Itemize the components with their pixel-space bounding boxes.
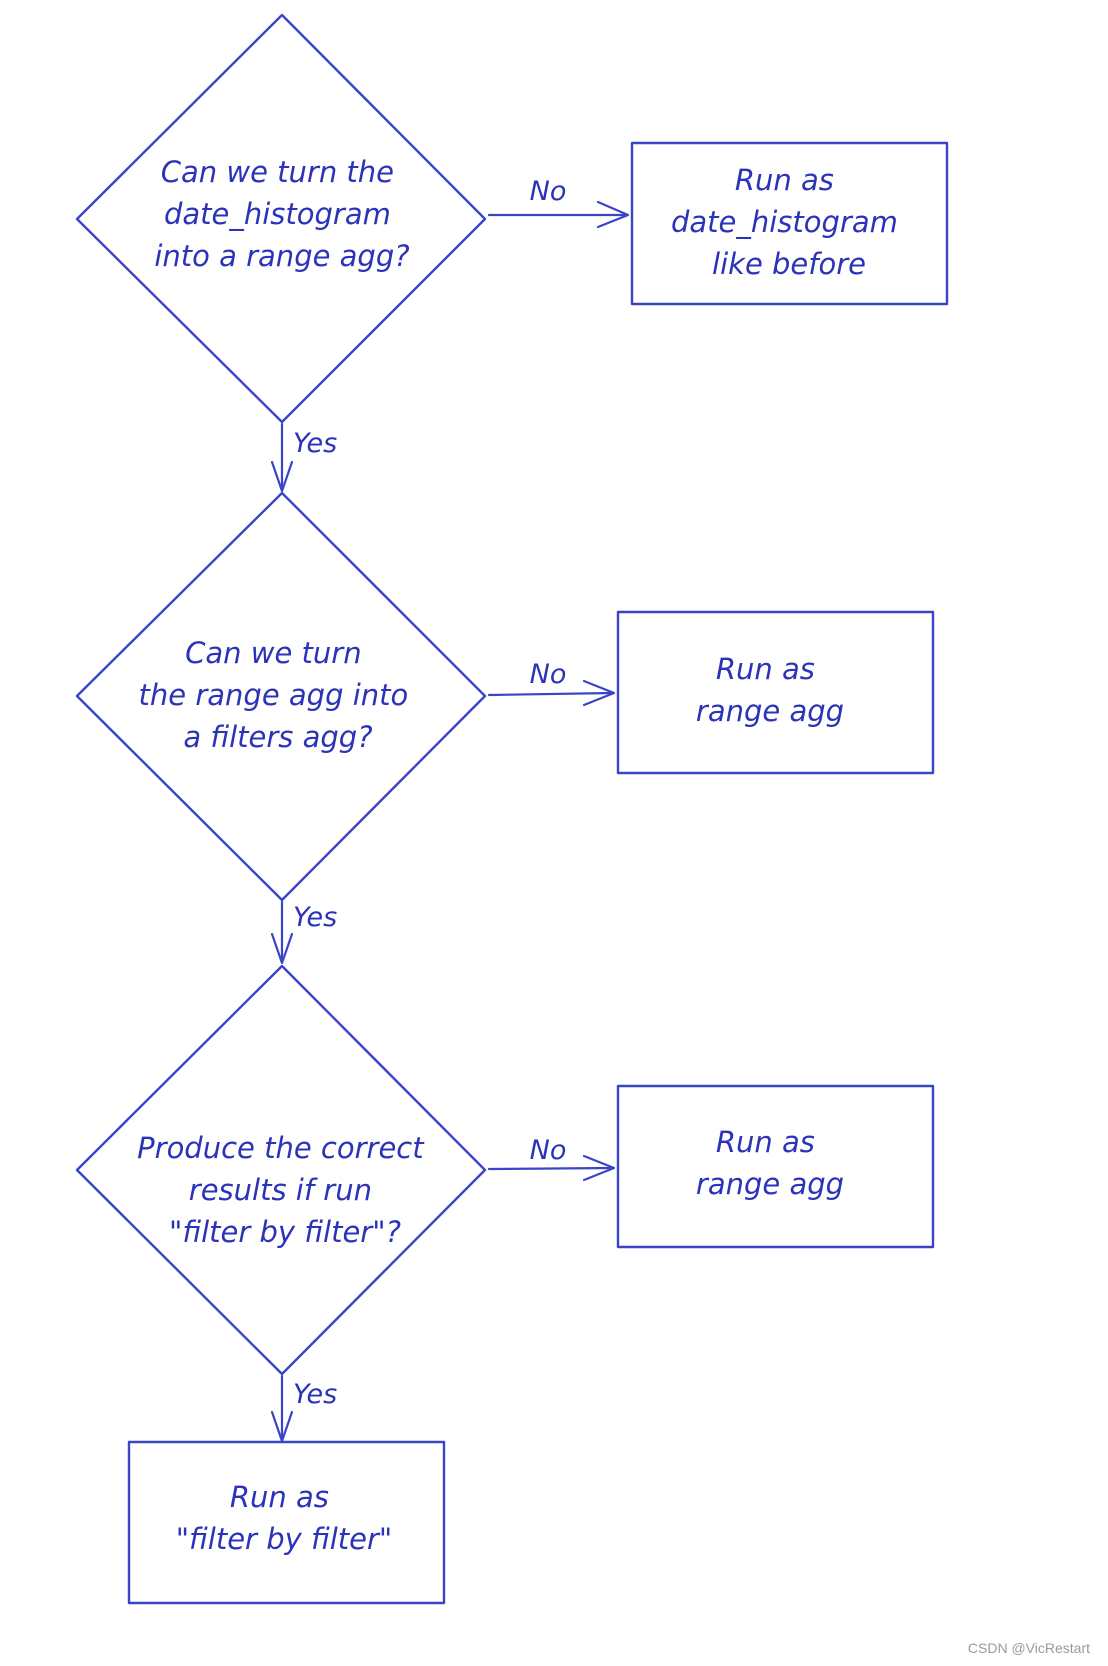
decision-3-diamond: [75, 964, 487, 1376]
outcome-3: Run as range agg: [616, 1084, 935, 1249]
outcome-4-line: Run as: [230, 1480, 329, 1514]
outcome-2-line: Run as: [716, 652, 815, 686]
edge-no-2-label: No: [530, 659, 567, 690]
edge-yes-3-label: Yes: [293, 1379, 337, 1410]
outcome-3-text: Run as range agg: [696, 1125, 844, 1201]
outcome-3-line: Run as: [716, 1125, 815, 1159]
decision-2: Can we turn the range agg into a filters…: [75, 491, 487, 902]
edge-no-2-arrowhead: [582, 679, 616, 707]
edge-yes-2: Yes: [270, 900, 337, 965]
edge-no-3-arrowhead: [582, 1154, 616, 1182]
decision-1-line: date_histogram: [164, 197, 391, 231]
edge-yes-2-arrowhead: [270, 932, 294, 965]
edge-no-1-label: No: [530, 176, 567, 207]
decision-1-line: into a range agg?: [154, 239, 409, 273]
outcome-1-line: like before: [712, 247, 866, 281]
decision-2-line: Can we turn: [185, 636, 361, 670]
outcome-1-box: [630, 141, 949, 306]
decision-3: Produce the correct results if run "filt…: [75, 964, 487, 1376]
decision-2-diamond: [75, 491, 487, 902]
outcome-2: Run as range agg: [616, 610, 935, 775]
outcome-1: Run as date_histogram like before: [630, 141, 949, 306]
edge-yes-1: Yes: [270, 422, 337, 493]
edge-no-1-arrowhead: [596, 200, 630, 229]
decision-2-line: a filters agg?: [183, 720, 372, 754]
outcome-4: Run as "filter by filter": [127, 1440, 446, 1605]
edge-no-3: No: [487, 1135, 616, 1182]
edge-no-3-label: No: [530, 1135, 567, 1166]
outcome-2-line: range agg: [696, 694, 844, 728]
outcome-1-line: Run as: [735, 163, 834, 197]
edge-yes-2-label: Yes: [293, 902, 337, 933]
outcome-3-box: [616, 1084, 935, 1249]
decision-1: Can we turn the date_histogram into a ra…: [75, 13, 487, 424]
edge-yes-1-arrowhead: [270, 460, 294, 493]
decision-2-text: Can we turn the range agg into a filters…: [139, 636, 418, 754]
outcome-2-box: [616, 610, 935, 775]
outcome-4-box: [127, 1440, 446, 1605]
edge-yes-1-label: Yes: [293, 428, 337, 459]
edge-no-2-line: [487, 691, 615, 697]
outcome-3-line: range agg: [696, 1167, 844, 1201]
outcome-4-line: "filter by filter": [176, 1522, 393, 1556]
decision-3-text: Produce the correct results if run "filt…: [137, 1131, 433, 1249]
decision-3-line: results if run: [189, 1173, 372, 1207]
outcome-1-text: Run as date_histogram like before: [671, 163, 907, 281]
decision-1-line: Can we turn the: [161, 155, 394, 189]
edge-no-2: No: [487, 659, 616, 707]
edge-no-1: No: [487, 176, 630, 229]
decision-1-text: Can we turn the date_histogram into a ra…: [154, 155, 409, 273]
decision-3-line: Produce the correct: [137, 1131, 425, 1165]
outcome-4-text: Run as "filter by filter": [176, 1480, 393, 1556]
edge-no-3-line: [487, 1166, 615, 1171]
decision-2-line: the range agg into: [139, 678, 409, 712]
outcome-1-line: date_histogram: [671, 205, 898, 239]
decision-3-line: "filter by filter"?: [169, 1215, 401, 1249]
decision-1-diamond: [75, 13, 487, 424]
watermark: CSDN @VicRestart: [967, 1640, 1090, 1656]
outcome-2-text: Run as range agg: [696, 652, 844, 728]
edge-yes-3: Yes: [270, 1374, 337, 1443]
